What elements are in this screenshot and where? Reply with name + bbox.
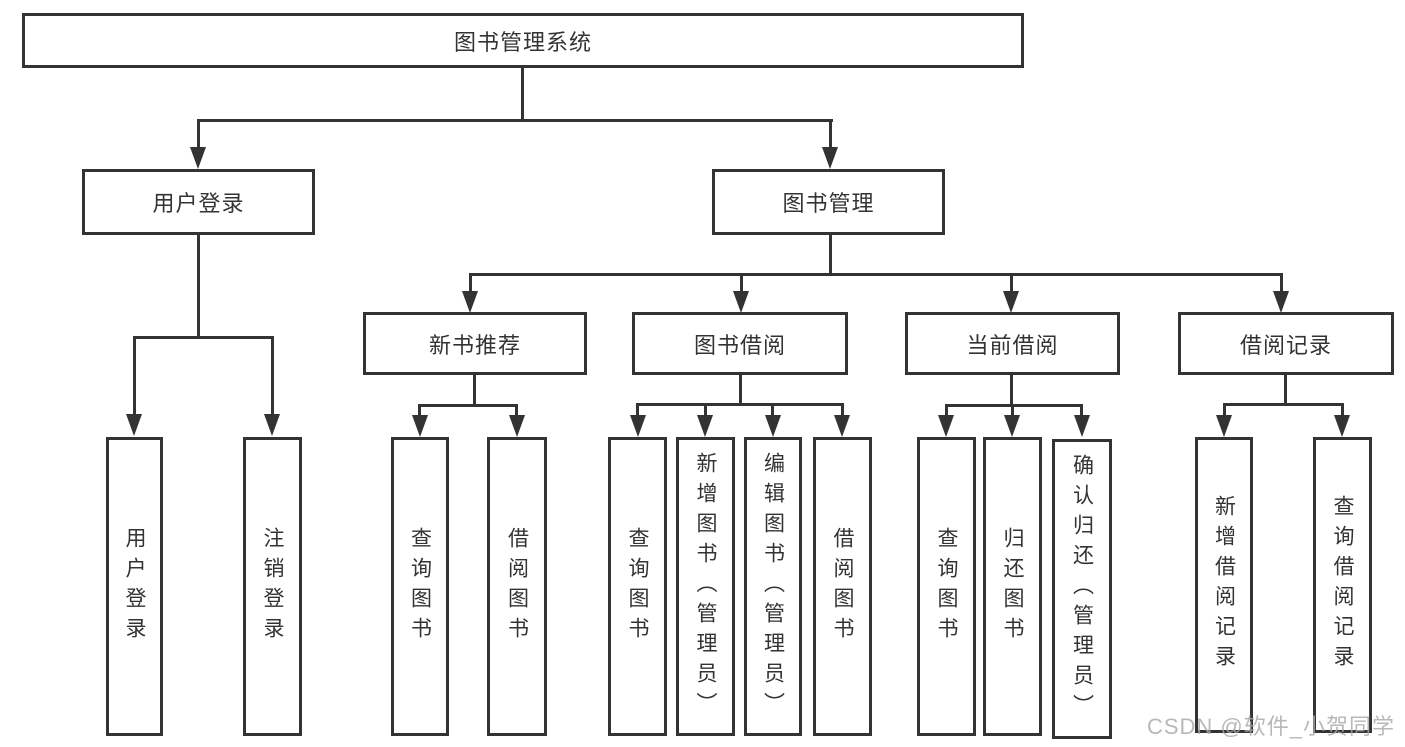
connector-line <box>1223 403 1343 406</box>
node-new-book-recommend: 新书推荐 <box>363 312 587 375</box>
connector-line <box>469 273 1283 276</box>
connector-line <box>515 404 518 416</box>
connector-line <box>473 375 476 406</box>
arrow-down-icon <box>697 415 713 437</box>
leaf-br-add-record: 新增借阅记录 <box>1195 437 1253 733</box>
leaf-nbr-query-books: 查询图书 <box>391 437 449 736</box>
arrow-down-icon <box>1273 291 1289 313</box>
arrow-down-icon <box>1334 415 1350 437</box>
node-label: 图书管理系统 <box>453 29 592 55</box>
connector-line <box>1080 404 1083 416</box>
arrow-down-icon <box>630 415 646 437</box>
leaf-br-query-record: 查询借阅记录 <box>1313 437 1372 733</box>
node-label: 查询借阅记录 <box>1331 495 1355 675</box>
arrow-down-icon <box>462 291 478 313</box>
connector-line <box>704 403 707 416</box>
arrow-down-icon <box>1074 415 1090 437</box>
node-label: 查询图书 <box>408 526 432 647</box>
arrow-down-icon <box>834 415 850 437</box>
node-label: 确认归还（管理员） <box>1070 454 1094 724</box>
connector-line <box>271 336 274 415</box>
arrow-down-icon <box>822 147 838 169</box>
leaf-cb-return-books: 归还图书 <box>983 437 1042 736</box>
connector-line <box>133 336 136 415</box>
connector-line <box>197 235 200 336</box>
node-user-login: 用户登录 <box>82 169 315 235</box>
node-current-borrowing: 当前借阅 <box>905 312 1120 375</box>
node-label: 借阅图书 <box>831 526 855 647</box>
node-label: 查询图书 <box>935 526 959 647</box>
node-label: 图书管理 <box>782 191 875 216</box>
connector-line <box>1011 404 1014 416</box>
node-label: 查询图书 <box>626 526 650 647</box>
connector-line <box>469 273 472 292</box>
connector-line <box>418 404 421 416</box>
leaf-bb-add-books-admin: 新增图书（管理员） <box>676 437 735 736</box>
arrow-down-icon <box>938 415 954 437</box>
node-label: 归还图书 <box>1001 526 1025 647</box>
leaf-bb-borrow-books: 借阅图书 <box>813 437 872 736</box>
arrow-down-icon <box>1004 415 1020 437</box>
connector-line <box>1010 273 1013 292</box>
connector-line <box>418 404 518 407</box>
connector-line <box>740 273 743 292</box>
node-label: 借阅记录 <box>1239 332 1332 358</box>
connector-line <box>829 119 832 149</box>
node-root-system: 图书管理系统 <box>22 13 1024 68</box>
arrow-down-icon <box>126 414 142 436</box>
node-label: 图书借阅 <box>693 332 786 358</box>
arrow-down-icon <box>264 414 280 436</box>
connector-line <box>1280 273 1283 292</box>
node-book-management: 图书管理 <box>712 169 945 235</box>
connector-line <box>636 403 843 406</box>
node-book-borrowing: 图书借阅 <box>632 312 848 375</box>
leaf-nbr-borrow-books: 借阅图书 <box>487 437 547 736</box>
leaf-logout: 注销登录 <box>243 437 302 736</box>
connector-line <box>197 119 833 122</box>
arrow-down-icon <box>412 415 428 437</box>
connector-line <box>636 403 639 416</box>
node-label: 借阅图书 <box>505 526 529 647</box>
connector-line <box>521 68 524 122</box>
watermark-text: CSDN @软件_小贺同学 <box>1146 714 1395 739</box>
arrow-down-icon <box>190 147 206 169</box>
node-label: 用户登录 <box>152 191 245 216</box>
node-label: 新增借阅记录 <box>1212 495 1236 675</box>
connector-line <box>739 375 742 405</box>
leaf-user-login: 用户登录 <box>106 437 163 736</box>
connector-line <box>197 119 200 149</box>
connector-line <box>829 235 832 275</box>
connector-line <box>945 404 948 416</box>
connector-line <box>1223 403 1226 416</box>
connector-line <box>1341 403 1344 416</box>
arrow-down-icon <box>1003 291 1019 313</box>
arrow-down-icon <box>509 415 525 437</box>
arrow-down-icon <box>765 415 781 437</box>
leaf-cb-query-books: 查询图书 <box>917 437 976 736</box>
node-label: 用户登录 <box>123 526 147 647</box>
leaf-cb-confirm-return-admin: 确认归还（管理员） <box>1052 439 1112 739</box>
connector-line <box>133 336 274 339</box>
node-label: 新书推荐 <box>428 332 521 358</box>
leaf-bb-edit-books-admin: 编辑图书（管理员） <box>744 437 802 736</box>
node-label: 新增图书（管理员） <box>694 451 718 722</box>
connector-line <box>1010 375 1013 406</box>
connector-line <box>1284 375 1287 405</box>
connector-line <box>771 403 774 416</box>
arrow-down-icon <box>1216 415 1232 437</box>
leaf-bb-query-books: 查询图书 <box>608 437 667 736</box>
node-borrowing-records: 借阅记录 <box>1178 312 1394 375</box>
node-label: 编辑图书（管理员） <box>761 451 785 722</box>
node-label: 当前借阅 <box>966 332 1059 358</box>
arrow-down-icon <box>733 291 749 313</box>
connector-line <box>841 403 844 416</box>
node-label: 注销登录 <box>261 526 285 647</box>
